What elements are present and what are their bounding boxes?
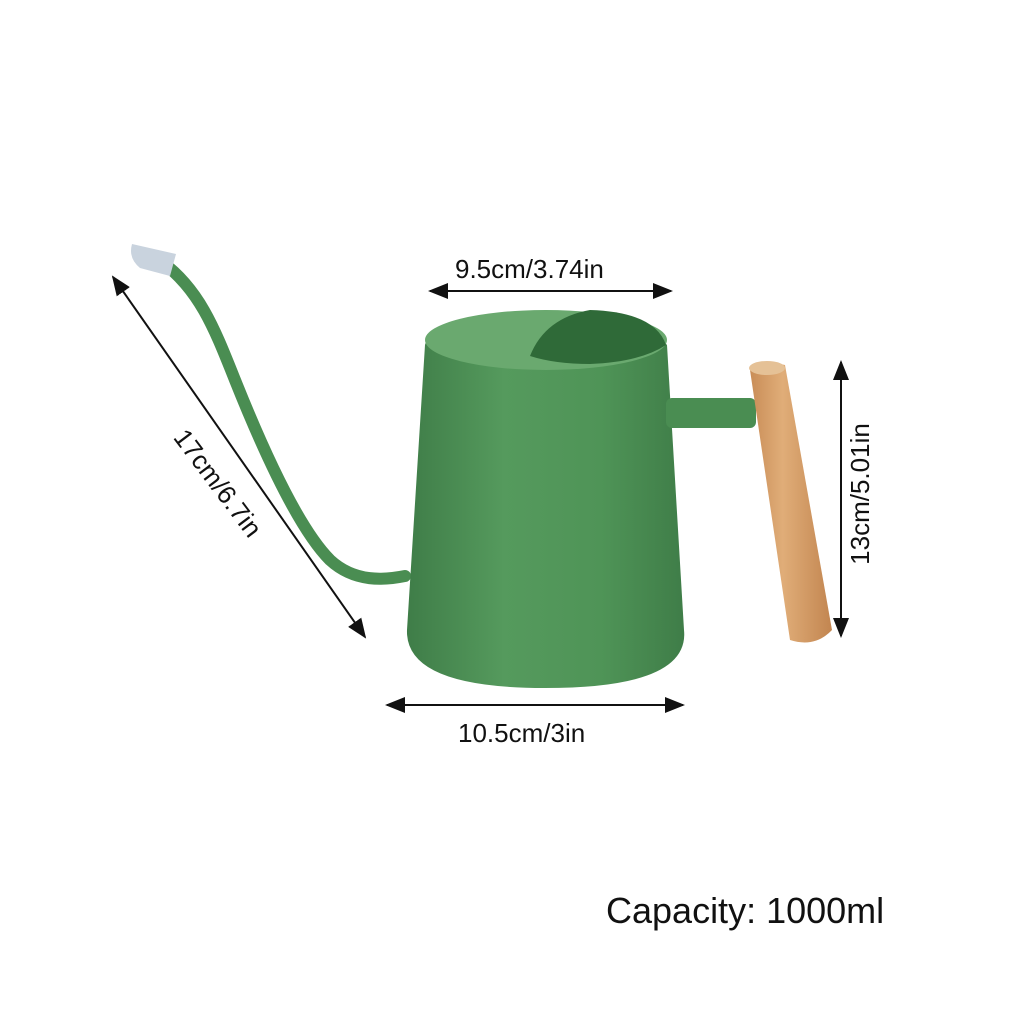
handle	[666, 361, 832, 643]
spout-cap	[131, 244, 176, 276]
capacity-label: Capacity: 1000ml	[606, 890, 885, 931]
spout	[131, 244, 411, 585]
handle-height-label: 13cm/5.01in	[845, 423, 875, 565]
bottom-width-label: 10.5cm/3in	[458, 718, 586, 748]
top-width-label: 9.5cm/3.74in	[455, 254, 604, 284]
spout-length-arrow	[111, 275, 367, 639]
can-body	[406, 310, 685, 688]
